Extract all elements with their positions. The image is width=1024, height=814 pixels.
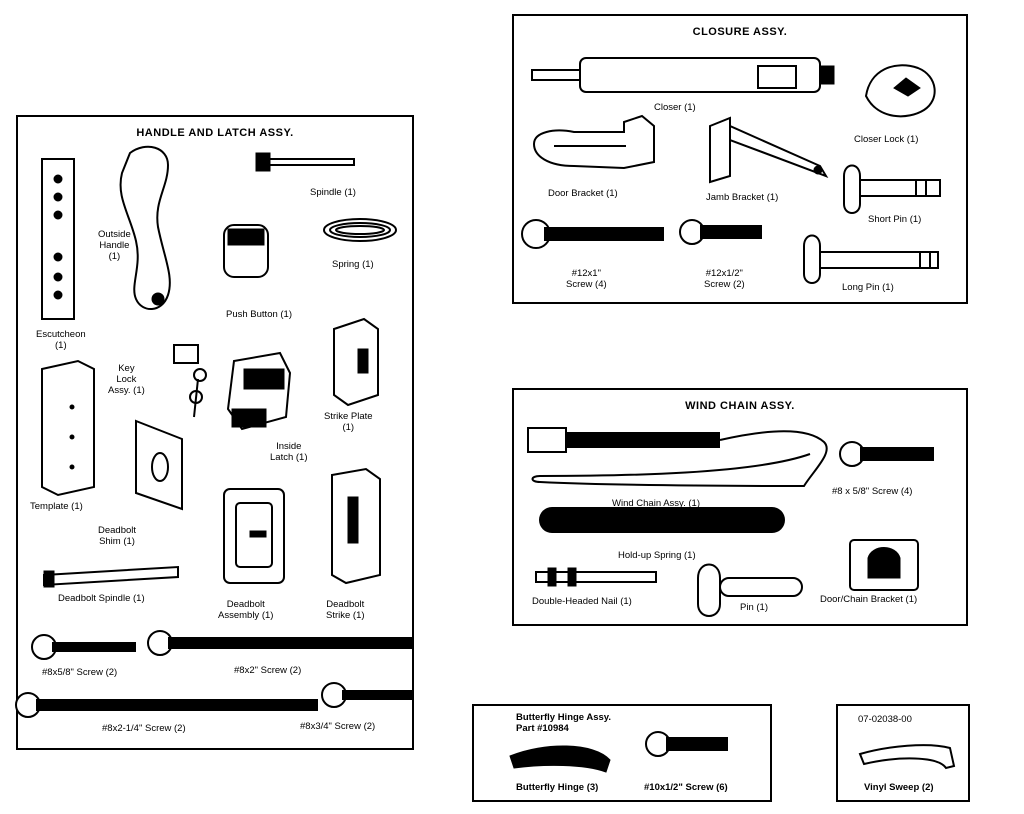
- wind-chain-panel: WIND CHAIN ASSY. Wind Chain Assy. (1): [512, 388, 968, 626]
- short-pin-label: Short Pin (1): [868, 214, 922, 225]
- closer-label: Closer (1): [654, 102, 696, 113]
- pin-label: Pin (1): [740, 602, 768, 613]
- outside-handle-label: Outside Handle (1): [98, 229, 131, 262]
- push-button-icon: [223, 224, 269, 278]
- short-pin-icon: [843, 164, 941, 214]
- escutcheon-icon: [41, 158, 75, 320]
- template-label: Template (1): [30, 501, 83, 512]
- deadbolt-strike-label: Deadbolt Strike (1): [326, 599, 365, 621]
- jamb-bracket-icon: [709, 116, 829, 184]
- pin-icon: [697, 563, 803, 617]
- handle-latch-title: HANDLE AND LATCH ASSY.: [136, 127, 294, 139]
- escutcheon-label: Escutcheon (1): [36, 329, 86, 351]
- screw-8x3-4-icon: [321, 682, 412, 708]
- butterfly-hinge-title: Butterfly Hinge Assy. Part #10984: [516, 712, 612, 734]
- double-headed-nail-icon: [535, 567, 657, 587]
- screw-8x5-8-icon: [31, 634, 136, 660]
- deadbolt-shim-icon: [135, 419, 183, 511]
- key-lock-icon: [173, 344, 207, 418]
- butterfly-hinge-panel: Butterfly Hinge Assy. Part #10984 Butter…: [472, 704, 772, 802]
- closure-title: CLOSURE ASSY.: [692, 26, 788, 38]
- jamb-bracket-label: Jamb Bracket (1): [706, 192, 779, 203]
- hold-up-spring-label: Hold-up Spring (1): [618, 550, 696, 561]
- vinyl-sweep-icon: [858, 744, 956, 770]
- door-chain-bracket-icon: [849, 539, 919, 591]
- screw-8x2-1-4-icon: [15, 692, 318, 718]
- strike-plate-icon: [333, 317, 379, 407]
- closer-lock-label: Closer Lock (1): [854, 134, 919, 145]
- spring-label: Spring (1): [332, 259, 374, 270]
- handle-latch-panel: HANDLE AND LATCH ASSY.: [15, 115, 414, 750]
- butterfly-hinge-label: Butterfly Hinge (3): [516, 782, 599, 793]
- closure-panel: CLOSURE ASSY.: [512, 14, 968, 304]
- wind-chain-label: Wind Chain Assy. (1): [612, 498, 700, 509]
- vinyl-sweep-panel: 07-02038-00 Vinyl Sweep (2): [836, 704, 970, 802]
- screw-8x2-1-4-label: #8x2-1/4" Screw (2): [102, 723, 186, 734]
- closer-lock-icon: [864, 64, 936, 118]
- screw-12x1-2-label: #12x1/2" Screw (2): [704, 268, 745, 290]
- deadbolt-assembly-label: Deadbolt Assembly (1): [218, 599, 274, 621]
- screw-8x5-8-wind-icon: [839, 441, 934, 467]
- door-bracket-label: Door Bracket (1): [548, 188, 618, 199]
- deadbolt-spindle-icon: [43, 565, 179, 588]
- long-pin-icon: [803, 234, 939, 284]
- outside-handle-icon: [119, 145, 171, 310]
- wind-chain-illustrations: [527, 427, 934, 617]
- double-headed-nail-label: Double-Headed Nail (1): [532, 596, 632, 607]
- handle-latch-illustrations: [15, 145, 414, 718]
- key-lock-label: Key Lock Assy. (1): [108, 363, 145, 396]
- screw-8x2-label: #8x2" Screw (2): [234, 665, 302, 676]
- deadbolt-strike-icon: [331, 467, 381, 585]
- long-pin-label: Long Pin (1): [842, 282, 894, 293]
- screw-8x3-4-label: #8x3/4" Screw (2): [300, 721, 376, 732]
- inside-latch-label: Inside Latch (1): [270, 441, 308, 463]
- part-number: 07-02038-00: [858, 714, 912, 725]
- butterfly-hinge-icon: [509, 745, 611, 773]
- screw-8x2-icon: [147, 630, 414, 656]
- vinyl-sweep-label: Vinyl Sweep (2): [864, 782, 934, 793]
- screw-12x1-icon: [521, 219, 664, 249]
- screw-8x5-8-wind-label: #8 x 5/8" Screw (4): [832, 486, 913, 497]
- butterfly-illustrations: [509, 731, 728, 773]
- push-button-label: Push Button (1): [226, 309, 293, 320]
- inside-latch-icon: [226, 351, 292, 431]
- screw-12x1-2-icon: [679, 219, 762, 245]
- closer-icon: [531, 57, 835, 93]
- deadbolt-shim-label: Deadbolt Shim (1): [98, 525, 137, 547]
- spring-icon: [323, 218, 397, 242]
- strike-plate-label: Strike Plate (1): [324, 411, 373, 433]
- screw-12x1-label: #12x1" Screw (4): [566, 268, 607, 290]
- wind-chain-title: WIND CHAIN ASSY.: [685, 400, 795, 412]
- door-bracket-icon: [532, 114, 655, 170]
- screw-10x1-2-icon: [645, 731, 728, 757]
- deadbolt-spindle-label: Deadbolt Spindle (1): [58, 593, 145, 604]
- closure-illustrations: [521, 57, 941, 284]
- screw-8x5-8-label: #8x5/8" Screw (2): [42, 667, 118, 678]
- deadbolt-assembly-icon: [223, 488, 285, 584]
- screw-10x1-2-label: #10x1/2" Screw (6): [644, 782, 728, 793]
- spindle-label: Spindle (1): [310, 187, 356, 198]
- spindle-icon: [255, 152, 355, 172]
- sweep-illustrations: [858, 744, 956, 770]
- wind-chain-icon: [527, 427, 828, 488]
- door-chain-bracket-label: Door/Chain Bracket (1): [820, 594, 918, 605]
- template-icon: [41, 359, 95, 497]
